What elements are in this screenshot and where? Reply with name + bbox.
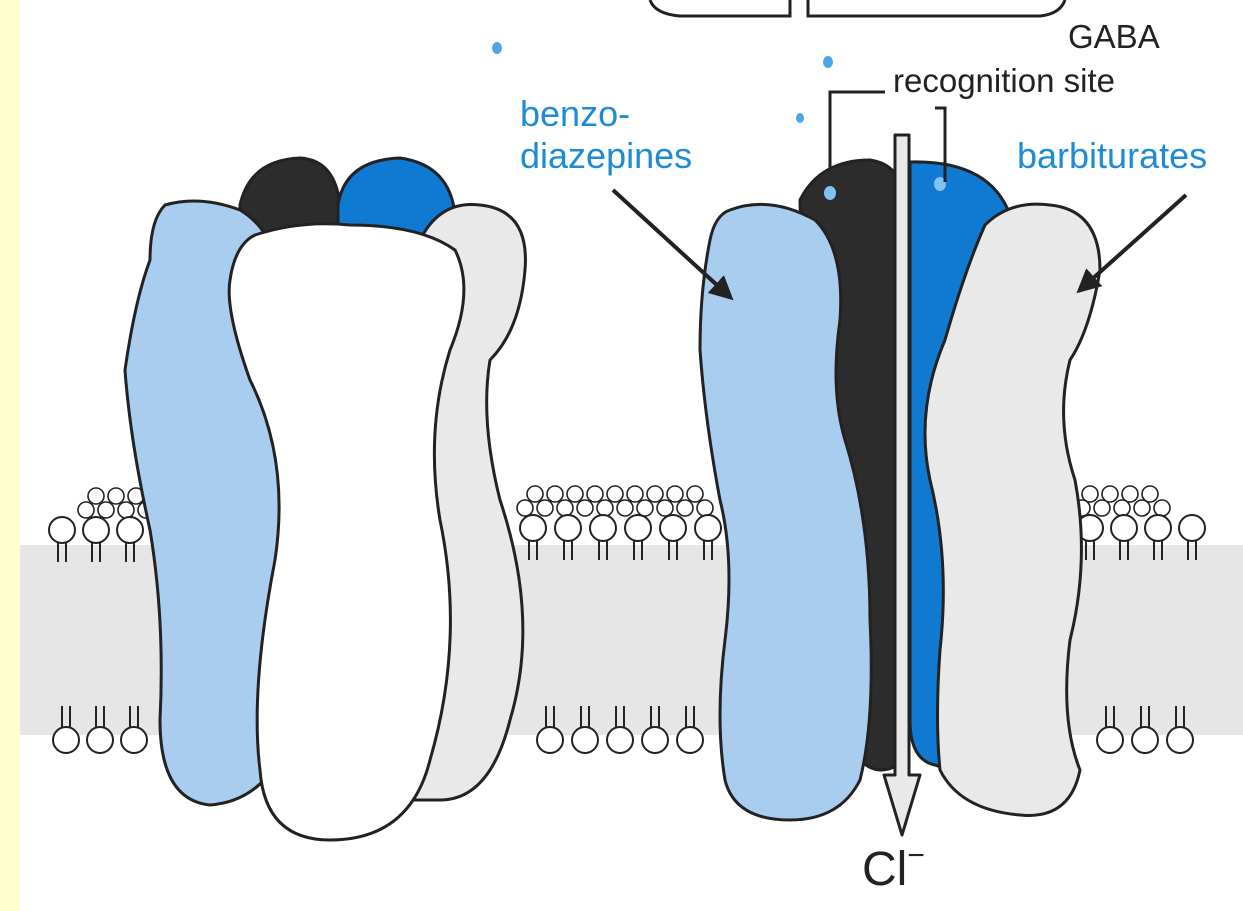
- benzo-label-line2: diazepines: [520, 138, 692, 174]
- chloride-symbol: Cl: [862, 843, 907, 896]
- gaba-label-line2: recognition site: [893, 64, 1115, 97]
- chloride-label: Cl−: [862, 846, 925, 894]
- barbiturates-label: barbiturates: [1017, 138, 1207, 174]
- receptor-left: [125, 158, 525, 840]
- gaba-label-line1: GABA: [1068, 20, 1160, 53]
- chloride-charge: −: [907, 839, 925, 872]
- benzo-label-line1: benzo-: [520, 96, 630, 132]
- extracellular-molecule-left: [650, 0, 790, 16]
- extracellular-molecule-right: [808, 0, 1065, 16]
- figure-paper: GABA recognition site benzo- diazepines …: [20, 0, 1243, 911]
